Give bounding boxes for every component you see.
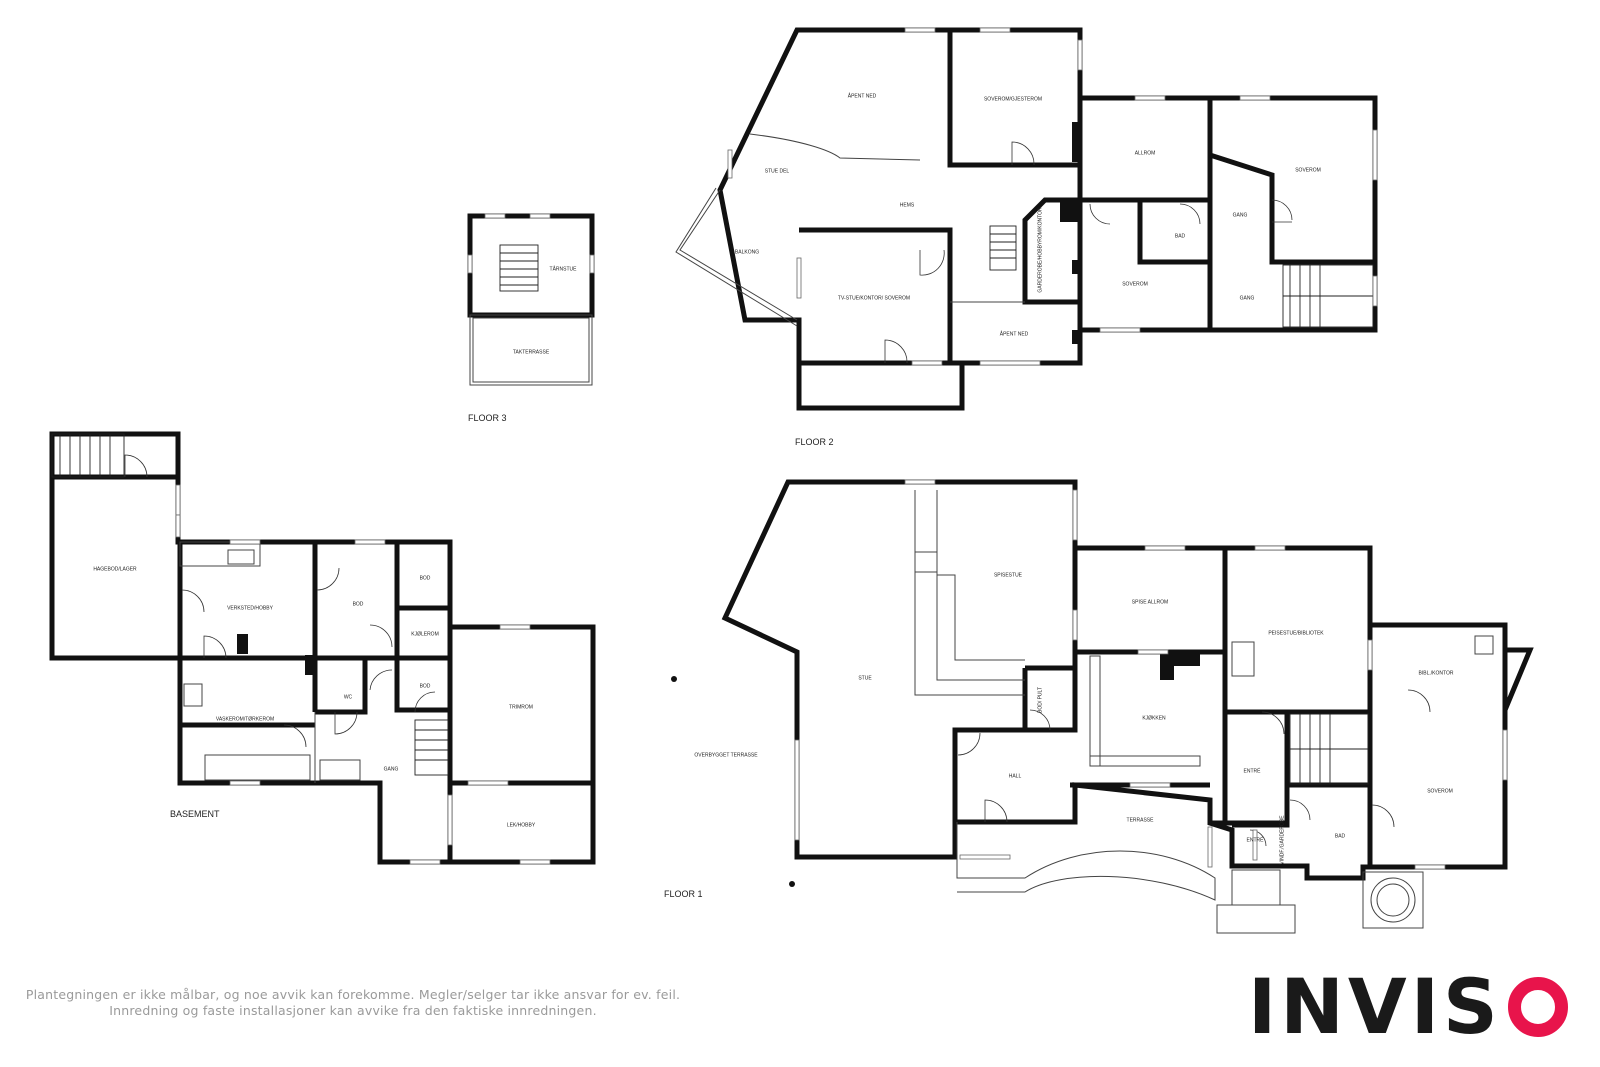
room-label: KJØLEROM — [411, 631, 439, 637]
basement-label: BASEMENT — [170, 809, 220, 819]
room-label: BIBL./KONTOR — [1419, 670, 1454, 676]
logo-o-ring-icon — [1507, 977, 1568, 1037]
room-label: TAKTERRASSE — [513, 349, 550, 355]
floor1-stairs — [1289, 713, 1369, 785]
floor3-plan: TÅRNSTUE TAKTERRASSE FLOOR 3 — [467, 213, 595, 423]
disclaimer: Plantegningen er ikke målbar, og noe avv… — [8, 987, 698, 1019]
room-label: ENTRÉ — [1244, 767, 1262, 774]
floor3-terrace-outline — [469, 314, 593, 386]
room-label: LEK/HOBBY — [507, 822, 536, 828]
room-label: VASKEROM/TØRKEROM — [216, 716, 274, 722]
room-label: ENTRÉ — [1247, 836, 1265, 843]
room-label: BOD — [420, 683, 431, 689]
room-label: SOVEROM/GJESTEROM — [984, 96, 1042, 102]
basement-outer-walls — [49, 431, 596, 865]
basement-stairs-top — [51, 433, 125, 478]
room-label: GANG — [384, 766, 399, 772]
room-label: BOD — [420, 575, 431, 581]
room-label: OVERBYGGET TERRASSE — [694, 752, 758, 758]
room-label: GARDEROBE/HOBBYROM/KONTOR — [1037, 207, 1043, 293]
room-label: GANG — [1240, 295, 1255, 301]
room-label: BAD — [1175, 233, 1186, 239]
floor2-bath-walls — [1080, 197, 1210, 265]
floor2-hallway-walls — [1209, 152, 1375, 265]
room-label: TRIMROM — [509, 704, 533, 710]
basement-plan: HAGEBOD/LAGER VERKSTED/HOBBY BOD BOD KJØ… — [49, 431, 596, 865]
floor2-balcony-outline — [679, 189, 798, 321]
floor3-terrace-inner — [472, 317, 590, 383]
room-label: VINDF./GARDEROBE — [1279, 815, 1285, 865]
basement-workshop-walls — [177, 542, 315, 661]
room-label: STUE DEL — [765, 168, 790, 174]
floor1-outer-walls — [721, 479, 1508, 881]
floor3-stairs — [499, 244, 539, 292]
room-label: ÅPENT NED — [1000, 330, 1029, 337]
room-label: HAGEBOD/LAGER — [93, 566, 137, 572]
floor2-plan: ÅPENT NED SOVEROM/GJESTEROM STUE DEL HEM… — [675, 27, 1378, 447]
floor1-jacuzzi — [1362, 871, 1424, 929]
floor1-plan: SPISESTUE SPISE ALLROM PEISESTUE/BIBLIOT… — [664, 479, 1534, 934]
room-label: SPISE ALLROM — [1132, 599, 1168, 605]
room-label: TÅRNSTUE — [550, 265, 578, 272]
basement-wc-walls — [315, 655, 368, 715]
room-label: PEISESTUE/BIBLIOTEK — [1268, 630, 1324, 636]
room-label: SOVEROM — [1427, 788, 1453, 794]
disclaimer-line-2: Innredning og faste installasjoner kan a… — [109, 1003, 597, 1018]
room-label: ÅPENT NED — [848, 92, 877, 99]
room-label: BOD — [353, 601, 364, 607]
room-label: STUE — [858, 675, 872, 681]
room-label: BOD/ PULT — [1037, 687, 1043, 713]
logo-text: INVIS — [1248, 962, 1502, 1051]
floor1-bod-walls — [1022, 665, 1075, 730]
floor1-stair-walls — [1225, 709, 1373, 867]
room-label: HEMS — [900, 202, 915, 208]
floor2-guestroom-walls — [947, 30, 1080, 168]
room-label: TV-STUE/KONTOR/ SOVEROM — [838, 295, 910, 301]
floor1-terrace-outline — [956, 822, 1216, 901]
room-label: TERRASSE — [1127, 817, 1155, 823]
floor2-stairs-left — [989, 225, 1017, 271]
room-label: BALKONG — [735, 249, 759, 255]
room-label: VERKSTED/HOBBY — [227, 605, 274, 611]
room-label: GANG — [1233, 212, 1248, 218]
floor2-stairs-right — [1282, 264, 1374, 328]
floor2-label: FLOOR 2 — [795, 437, 834, 447]
floor1-hall-walls — [952, 548, 1078, 822]
floor2-wardrobe-walls — [1022, 197, 1080, 305]
room-label: HALL — [1009, 773, 1022, 779]
floor1-label: FLOOR 1 — [664, 889, 703, 899]
basement-stairs-gang — [414, 719, 449, 776]
room-label: SPISESTUE — [994, 572, 1023, 578]
room-label: SOVEROM — [1122, 281, 1148, 287]
room-label: KJØKKEN — [1142, 715, 1166, 721]
disclaimer-line-1: Plantegningen er ikke målbar, og noe avv… — [25, 987, 681, 1002]
room-label: ALLROM — [1135, 150, 1156, 156]
floor2-outer-walls — [717, 27, 1378, 411]
room-label: WC — [344, 694, 353, 700]
inviso-logo: INVIS — [1248, 968, 1568, 1046]
room-label: BAD — [1335, 833, 1346, 839]
room-label: SOVEROM — [1295, 167, 1321, 173]
floor3-label: FLOOR 3 — [468, 413, 507, 423]
